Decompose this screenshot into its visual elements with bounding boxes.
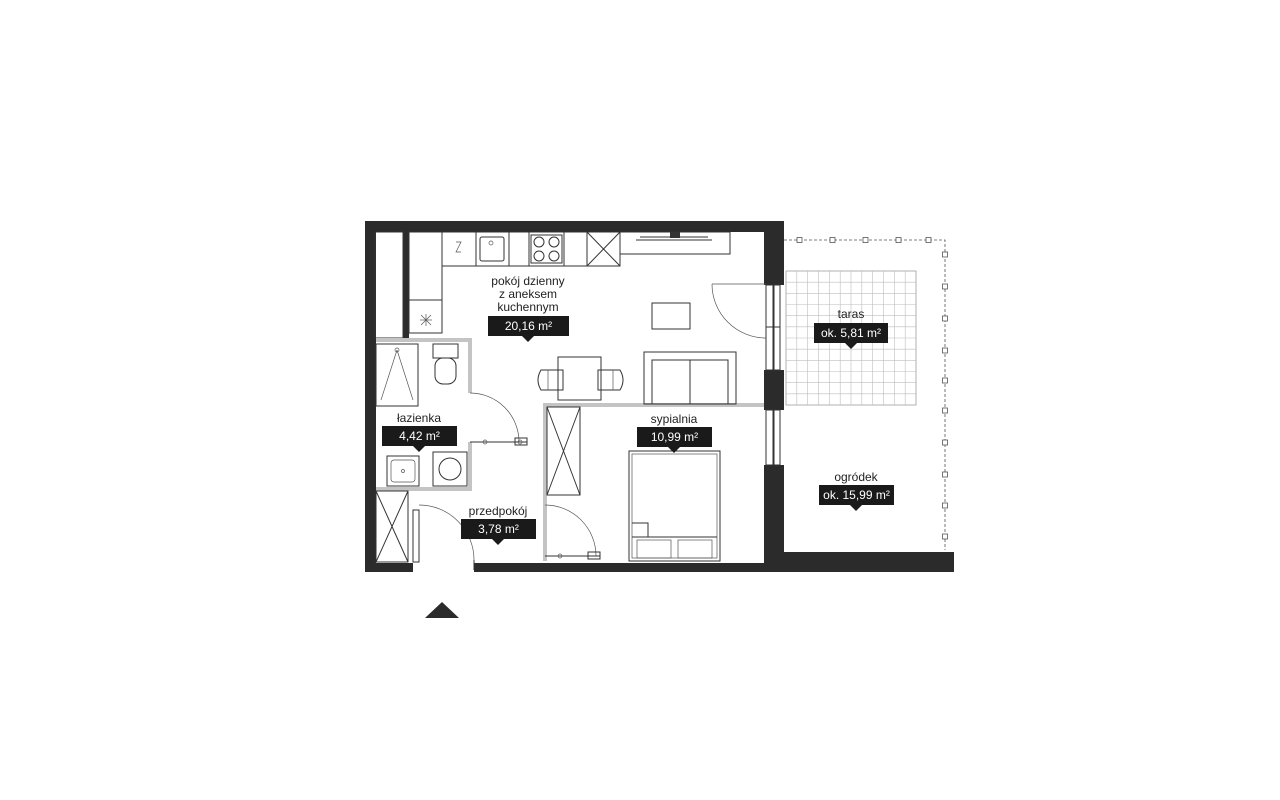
label-garden: ogródek ok. 15,99 m² bbox=[819, 470, 894, 511]
living-room-area: 20,16 m² bbox=[505, 319, 552, 333]
terrace-area: ok. 5,81 m² bbox=[821, 326, 881, 340]
living-room-name-line3: kuchennym bbox=[497, 300, 558, 314]
bathroom-area-badge bbox=[382, 426, 457, 446]
living-room-name-line2: z aneksem bbox=[499, 287, 557, 301]
living-room-name-line1: pokój dzienny bbox=[491, 274, 564, 288]
label-living-room: pokój dzienny z aneksem kuchennym 20,16 … bbox=[488, 274, 569, 342]
bedroom-wardrobe bbox=[546, 406, 581, 496]
washing-machine bbox=[432, 451, 468, 487]
label-bathroom: łazienka 4,42 m² bbox=[382, 411, 457, 452]
bathroom-name: łazienka bbox=[397, 411, 441, 425]
shower bbox=[375, 343, 419, 407]
hallway-wardrobe bbox=[375, 490, 409, 563]
installation-shaft bbox=[374, 231, 404, 339]
washbasin bbox=[386, 455, 420, 487]
garden-name: ogródek bbox=[834, 470, 878, 484]
terrace-door bbox=[711, 283, 781, 371]
label-bedroom: sypialnia 10,99 m² bbox=[637, 412, 712, 453]
hallway-area-badge bbox=[461, 519, 536, 539]
bedroom-window bbox=[765, 409, 781, 466]
label-terrace: taras ok. 5,81 m² bbox=[814, 307, 888, 349]
kitchen-counter bbox=[408, 231, 731, 334]
cooktop bbox=[530, 234, 563, 264]
garden-boundary bbox=[784, 237, 948, 550]
terrace-name: taras bbox=[838, 307, 865, 321]
bedroom-door bbox=[544, 504, 601, 560]
hallway-area: 3,78 m² bbox=[478, 522, 519, 536]
hallway-name: przedpokój bbox=[469, 504, 528, 518]
exterior-walls bbox=[365, 221, 954, 572]
entrance-door bbox=[412, 504, 475, 570]
coffee-table bbox=[651, 302, 691, 330]
boiler-symbol bbox=[420, 314, 432, 326]
dining-set bbox=[537, 356, 624, 401]
living-room-area-badge bbox=[488, 316, 569, 336]
entrance-arrow-icon bbox=[425, 602, 459, 618]
tv-unit bbox=[636, 232, 712, 241]
garden-area-badge bbox=[819, 485, 894, 505]
fridge bbox=[586, 231, 621, 267]
terrace-area-badge bbox=[814, 323, 888, 343]
bathroom-area: 4,42 m² bbox=[399, 429, 440, 443]
kitchen-sink bbox=[479, 236, 505, 262]
toilet bbox=[432, 343, 459, 385]
sofa bbox=[643, 351, 737, 405]
bed bbox=[628, 450, 721, 562]
bedroom-area: 10,99 m² bbox=[651, 430, 698, 444]
bedroom-name: sypialnia bbox=[651, 412, 698, 426]
interior-walls bbox=[376, 338, 764, 561]
bedroom-area-badge bbox=[637, 427, 712, 447]
garden-area: ok. 15,99 m² bbox=[823, 488, 890, 502]
label-hallway: przedpokój 3,78 m² bbox=[461, 504, 536, 545]
bathroom-door bbox=[469, 392, 528, 446]
